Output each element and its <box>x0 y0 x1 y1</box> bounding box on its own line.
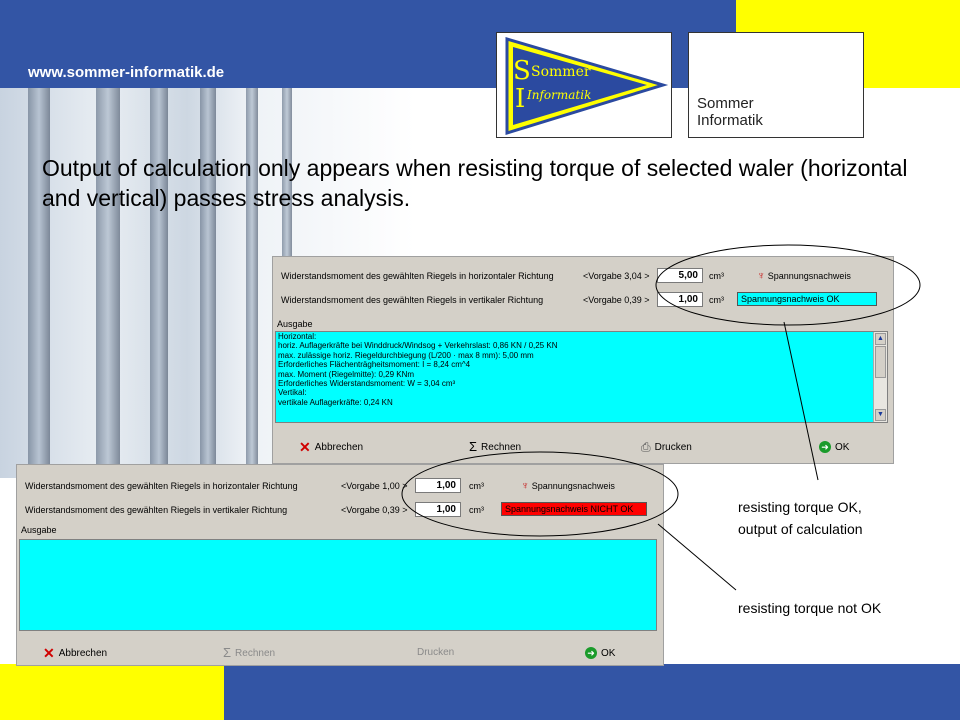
column-shape <box>28 88 50 478</box>
output-line: Vertikal: <box>278 388 307 398</box>
unit-label: cm³ <box>469 481 484 491</box>
horizontal-value-input[interactable]: 1,00 <box>415 478 461 493</box>
row-default-value: <Vorgabe 3,04 > <box>583 271 650 281</box>
print-button-disabled: Drucken <box>417 647 455 658</box>
row-label: Widerstandsmoment des gewählten Riegels … <box>25 481 298 491</box>
column-shape <box>200 88 216 478</box>
site-url[interactable]: www.sommer-informatik.de <box>28 64 225 81</box>
callout-text-not-ok: resisting torque not OK <box>738 600 882 616</box>
dialog-stress-not-ok: Widerstandsmoment des gewählten Riegels … <box>16 464 664 666</box>
stress-icon: ♆ <box>521 480 530 492</box>
status-badge-error: Spannungsnachweis NICHT OK <box>501 502 647 516</box>
row-vertical: Widerstandsmoment des gewählten Riegels … <box>17 501 663 521</box>
close-icon: ✕ <box>43 645 55 661</box>
scroll-down-icon[interactable]: ▼ <box>875 409 886 421</box>
unit-label: cm³ <box>709 271 724 281</box>
row-horizontal: Widerstandsmoment des gewählten Riegels … <box>17 477 663 497</box>
stress-analysis-button[interactable]: ♆ Spannungsnachweis <box>757 270 851 282</box>
row-horizontal: Widerstandsmoment des gewählten Riegels … <box>273 267 893 287</box>
output-line: horiz. Auflagerkräfte bei Winddruck/Wind… <box>278 341 558 351</box>
output-textarea-empty[interactable] <box>19 539 657 631</box>
printer-icon: ⎙ <box>641 440 651 454</box>
scroll-up-icon[interactable]: ▲ <box>875 333 886 345</box>
logo2-line2: Informatik <box>697 112 763 129</box>
stress-analysis-label: Spannungsnachweis <box>531 481 615 491</box>
callout-line-not-ok <box>657 523 737 591</box>
output-lines: Horizontal:horiz. Auflagerkräfte bei Win… <box>276 332 887 407</box>
ok-arrow-icon: ➜ <box>585 647 597 659</box>
callout-ellipse-not-ok <box>401 451 679 537</box>
logo1-word1: Sommer <box>531 64 591 80</box>
stress-icon: ♆ <box>757 270 766 282</box>
horizontal-value-input[interactable]: 5,00 <box>657 268 703 283</box>
row-label: Widerstandsmoment des gewählten Riegels … <box>281 271 554 281</box>
unit-label: cm³ <box>469 505 484 515</box>
pennant-logo: S Sommer I Informatik <box>496 32 672 138</box>
output-line: Horizontal: <box>278 332 317 341</box>
output-label: Ausgabe <box>21 525 57 535</box>
row-default-value: <Vorgabe 1,00 > <box>341 481 408 491</box>
logo1-initial-s: S <box>513 56 531 86</box>
row-label: Widerstandsmoment des gewählten Riegels … <box>25 505 288 515</box>
print-button[interactable]: ⎙ Drucken <box>641 440 692 454</box>
text-logo: Sommer Informatik <box>688 32 864 138</box>
logo2-line1: Sommer <box>697 95 754 112</box>
headline: Output of calculation only appears when … <box>42 155 908 211</box>
row-default-value: <Vorgabe 0,39 > <box>341 505 408 515</box>
logo2-text: Sommer Informatik <box>697 95 763 129</box>
cancel-button[interactable]: ✕ Abbrechen <box>299 439 364 455</box>
output-line: Erforderliches Widerstandsmoment: W = 3,… <box>278 379 456 389</box>
output-textarea[interactable]: Horizontal:horiz. Auflagerkräfte bei Win… <box>275 331 888 423</box>
row-vertical: Widerstandsmoment des gewählten Riegels … <box>273 291 893 311</box>
vertical-value-input[interactable]: 1,00 <box>657 292 703 307</box>
column-shape <box>96 88 120 478</box>
stress-analysis-label: Spannungsnachweis <box>767 271 851 281</box>
output-line: vertikale Auflagerkräfte: 0,24 KN <box>278 397 393 407</box>
row-label: Widerstandsmoment des gewählten Riegels … <box>281 295 544 305</box>
ok-button[interactable]: ➜ OK <box>819 441 849 453</box>
callout-ellipse-ok <box>655 244 921 326</box>
scroll-thumb[interactable] <box>875 346 886 378</box>
output-line: Erforderliches Flächenträgheitsmoment: I… <box>278 360 471 370</box>
cancel-button[interactable]: ✕ Abbrechen <box>43 645 108 661</box>
unit-label: cm³ <box>709 295 724 305</box>
calculate-button[interactable]: Σ Rechnen <box>469 439 522 454</box>
column-shape <box>246 88 258 478</box>
output-line: max. Moment (Riegelmitte): 0,29 KNm <box>278 369 415 379</box>
ok-arrow-icon: ➜ <box>819 441 831 453</box>
pennant-logo-graphic: S Sommer I Informatik <box>505 36 669 136</box>
close-icon: ✕ <box>299 439 311 455</box>
status-badge-ok: Spannungsnachweis OK <box>737 292 877 306</box>
calculate-button-disabled: Σ Rechnen <box>223 645 276 660</box>
callout-text-ok: resisting torque OK, output of calculati… <box>738 499 863 537</box>
callout-line-ok <box>783 321 819 481</box>
output-label: Ausgabe <box>277 319 313 329</box>
stress-analysis-button[interactable]: ♆ Spannungsnachweis <box>521 480 615 492</box>
sigma-icon: Σ <box>469 439 478 454</box>
vertical-scrollbar[interactable]: ▲ ▼ <box>873 332 887 422</box>
logo1-initial-i: I <box>515 84 525 114</box>
vertical-value-input[interactable]: 1,00 <box>415 502 461 517</box>
column-shape <box>150 88 168 478</box>
row-default-value: <Vorgabe 0,39 > <box>583 295 650 305</box>
logo1-word2: Informatik <box>526 88 591 102</box>
sigma-icon: Σ <box>223 645 232 660</box>
ok-button[interactable]: ➜ OK <box>585 647 615 659</box>
bottom-left-yellow-block <box>0 664 224 720</box>
output-line: max. zulässige horiz. Riegeldurchbiegung… <box>278 350 534 360</box>
dialog-stress-ok: Widerstandsmoment des gewählten Riegels … <box>272 256 894 464</box>
